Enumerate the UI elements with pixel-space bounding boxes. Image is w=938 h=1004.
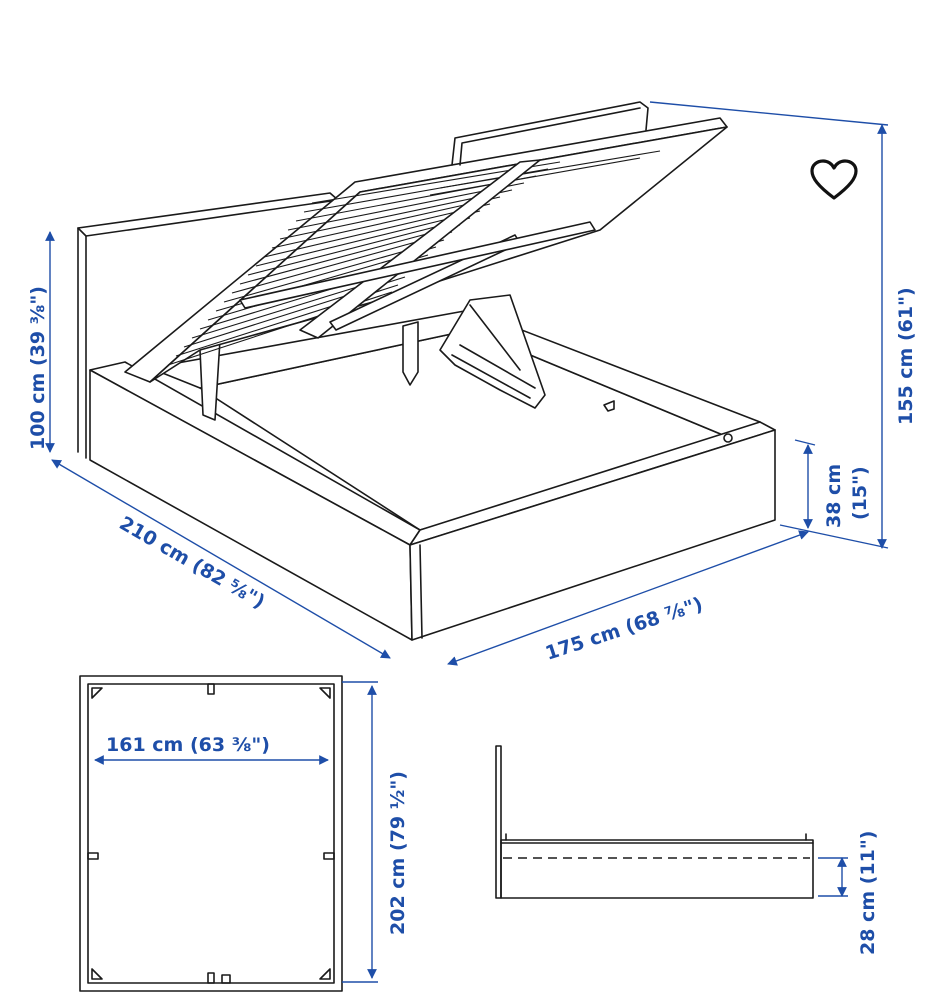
inner-length-label: 202 cm (79 ½") xyxy=(387,771,409,935)
headboard xyxy=(77,192,339,459)
lift-mechanism xyxy=(199,294,546,421)
bed-top-view xyxy=(79,675,343,992)
side-height-inch-label: (15") xyxy=(849,466,871,520)
side-height-label: 38 cm xyxy=(823,464,845,528)
total-height-label: 155 cm (61") xyxy=(895,287,917,425)
bed-side-view xyxy=(495,745,814,899)
dimension-side-height: 38 cm (15") xyxy=(794,439,871,529)
dimension-total-height: 155 cm (61") xyxy=(649,101,917,549)
dimension-storage-height: 28 cm (11") xyxy=(818,831,879,955)
bed-base xyxy=(89,309,776,641)
headboard-height-label: 100 cm (39 ⅜") xyxy=(27,286,49,450)
dimension-headboard-height: 100 cm (39 ⅜") xyxy=(27,231,55,453)
inner-width-label: 161 cm (63 ⅜") xyxy=(106,734,270,756)
width-label: 175 cm (68 ⅞") xyxy=(543,593,706,665)
dimension-inner-length: 202 cm (79 ½") xyxy=(342,681,409,983)
favorite-heart-icon[interactable] xyxy=(808,158,860,204)
dimension-inner-width: 161 cm (63 ⅜") xyxy=(94,734,329,765)
heart-icon xyxy=(810,159,858,200)
slatted-frame xyxy=(124,101,728,383)
storage-height-label: 28 cm (11") xyxy=(857,831,879,955)
